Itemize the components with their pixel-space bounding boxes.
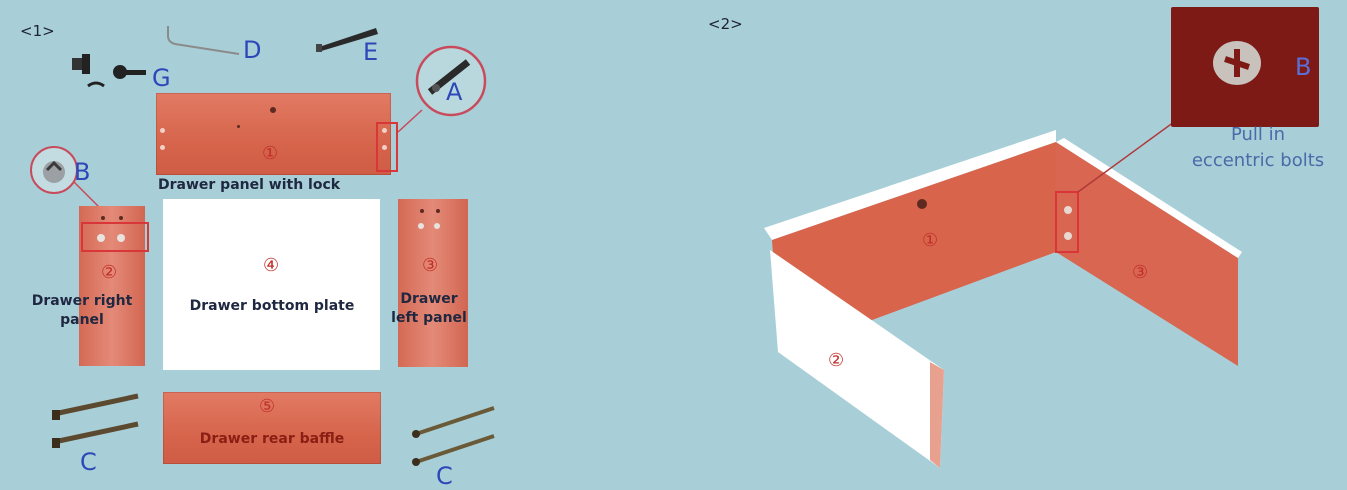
hardware-letter-e: E <box>363 38 378 66</box>
drawer-bottom-plate: ④ Drawer bottom plate <box>163 199 380 370</box>
drawer-rear-baffle: ⑤ Drawer rear baffle <box>163 392 381 464</box>
hardware-letter-g: G <box>152 64 171 92</box>
callout-caption-line1: Pull in <box>1178 122 1338 148</box>
drawer-front-panel: ① <box>156 93 391 175</box>
part-number-2: ② <box>101 262 117 283</box>
lock-and-key-icon <box>66 52 156 97</box>
hardware-letter-d: D <box>243 36 261 64</box>
assembly-number-1: ① <box>922 230 938 251</box>
hardware-letter-c-right: C <box>436 462 453 490</box>
part-number-5: ⑤ <box>259 396 275 417</box>
eccentric-bolt-callout: B <box>1171 7 1319 127</box>
step-1-label: <1> <box>20 22 55 40</box>
left-panel-label-line1: Drawer <box>384 290 474 309</box>
bottom-plate-label: Drawer bottom plate <box>167 297 377 316</box>
front-panel-label: Drawer panel with lock <box>158 176 378 195</box>
callout-caption-line2: eccentric bolts <box>1178 148 1338 174</box>
hardware-letter-c-left: C <box>80 448 97 476</box>
assembly-number-2: ② <box>828 350 844 371</box>
hardware-letter-a: A <box>446 78 462 106</box>
right-panel-hole-highlight <box>81 222 149 252</box>
part-number-1: ① <box>262 143 278 164</box>
right-panel-label: Drawer right panel <box>14 292 150 330</box>
callout-caption: Pull in eccentric bolts <box>1178 122 1338 174</box>
assembly-drawing <box>760 120 1250 470</box>
right-panel-label-line1: Drawer right <box>14 292 150 311</box>
callout-line-a <box>392 108 432 138</box>
eccentric-bolt-icon <box>1209 37 1269 91</box>
part-number-4: ④ <box>263 255 279 276</box>
drawer-left-panel: ③ <box>398 199 468 367</box>
rear-baffle-label: Drawer rear baffle <box>167 430 377 449</box>
step-2-label: <2> <box>708 15 743 33</box>
wood-screws-icon <box>410 400 498 470</box>
left-panel-label: Drawer left panel <box>384 290 474 328</box>
right-panel-label-line2: panel <box>14 311 150 330</box>
left-panel-label-line2: left panel <box>384 309 474 328</box>
callout-letter-b: B <box>1295 53 1311 81</box>
dowel-screws-icon <box>50 388 145 450</box>
front-panel-hole-highlight <box>376 122 398 172</box>
part-number-3: ③ <box>422 255 438 276</box>
assembly-number-3: ③ <box>1132 262 1148 283</box>
rod-icon <box>165 22 245 62</box>
